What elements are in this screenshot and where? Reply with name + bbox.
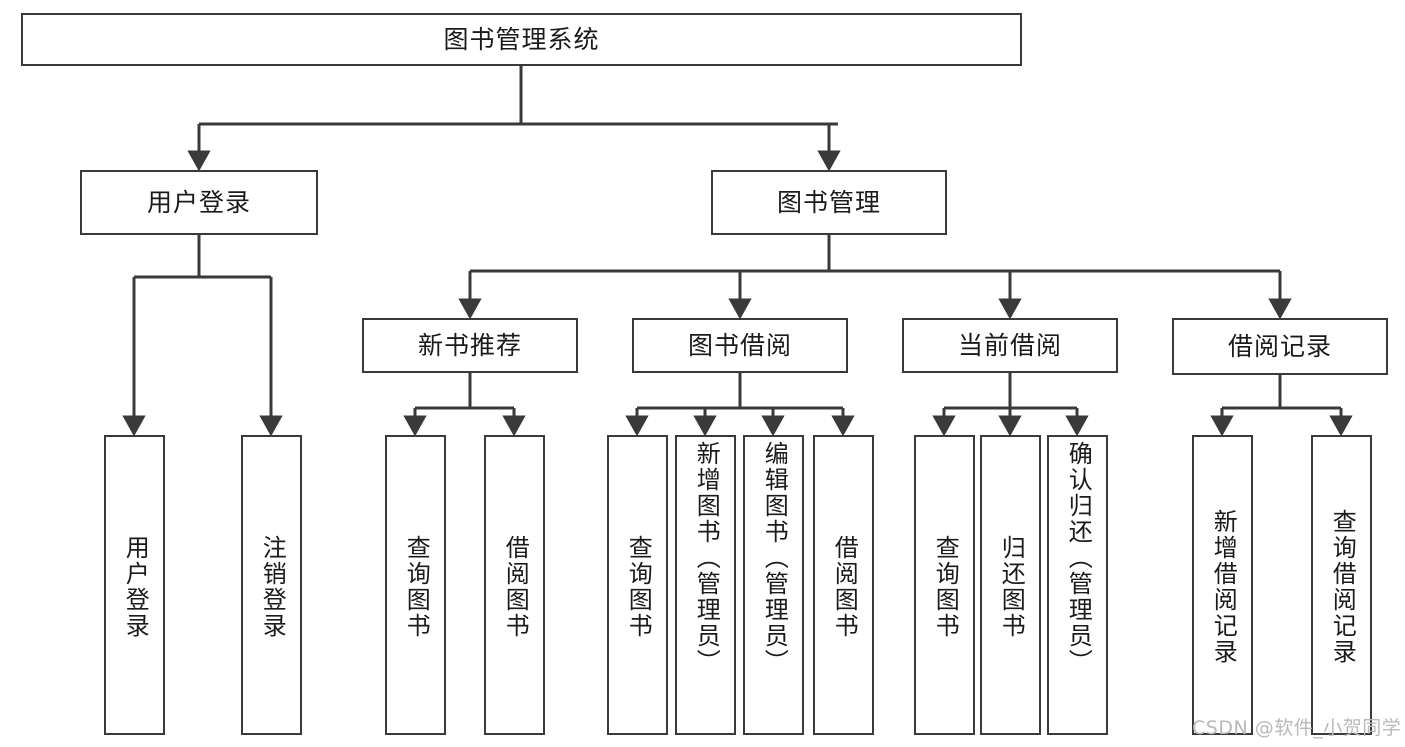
node-book-management[interactable]: 图书管理 bbox=[711, 170, 947, 235]
leaf-label: 查询图书 bbox=[931, 535, 960, 639]
leaf-label: 借阅图书 bbox=[830, 535, 859, 639]
node-new-book-recommend-label: 新书推荐 bbox=[417, 330, 522, 360]
leaf-label: 编辑图书（管理员） bbox=[760, 441, 789, 675]
leaf-new-book-borrow-book[interactable]: 借阅图书 bbox=[484, 435, 545, 735]
node-book-management-label: 图书管理 bbox=[776, 187, 881, 217]
leaf-label: 归还图书 bbox=[997, 535, 1026, 639]
leaf-borrow-edit-book-admin[interactable]: 编辑图书（管理员） bbox=[743, 435, 804, 735]
leaf-borrow-add-book-admin[interactable]: 新增图书（管理员） bbox=[675, 435, 736, 735]
leaf-record-add-record[interactable]: 新增借阅记录 bbox=[1192, 435, 1253, 735]
leaf-label: 确认归还（管理员） bbox=[1064, 441, 1093, 675]
leaf-current-confirm-return-admin[interactable]: 确认归还（管理员） bbox=[1047, 435, 1108, 735]
node-root-label: 图书管理系统 bbox=[443, 24, 600, 54]
node-root-book-management-system[interactable]: 图书管理系统 bbox=[21, 13, 1022, 66]
leaf-borrow-borrow-book[interactable]: 借阅图书 bbox=[813, 435, 874, 735]
node-user-login[interactable]: 用户登录 bbox=[80, 170, 318, 235]
leaf-new-book-query-book[interactable]: 查询图书 bbox=[385, 435, 446, 735]
node-user-login-label: 用户登录 bbox=[146, 187, 251, 217]
leaf-record-query-record[interactable]: 查询借阅记录 bbox=[1311, 435, 1372, 735]
node-current-borrow[interactable]: 当前借阅 bbox=[902, 318, 1118, 373]
csdn-watermark: CSDN @软件_小贺同学 bbox=[1192, 717, 1402, 739]
leaf-borrow-query-book[interactable]: 查询图书 bbox=[607, 435, 668, 735]
leaf-label: 借阅图书 bbox=[501, 535, 530, 639]
node-book-borrow[interactable]: 图书借阅 bbox=[632, 318, 848, 373]
node-borrow-record-label: 借阅记录 bbox=[1227, 331, 1332, 361]
leaf-current-return-book[interactable]: 归还图书 bbox=[980, 435, 1041, 735]
leaf-label: 查询借阅记录 bbox=[1328, 509, 1357, 665]
leaf-label: 用户登录 bbox=[121, 535, 150, 639]
node-book-borrow-label: 图书借阅 bbox=[687, 330, 792, 360]
leaf-label: 查询图书 bbox=[624, 535, 653, 639]
leaf-label: 查询图书 bbox=[402, 535, 431, 639]
leaf-current-query-book[interactable]: 查询图书 bbox=[914, 435, 975, 735]
leaf-label: 新增图书（管理员） bbox=[692, 441, 721, 675]
leaf-user-login-login[interactable]: 用户登录 bbox=[104, 435, 165, 735]
node-current-borrow-label: 当前借阅 bbox=[957, 330, 1062, 360]
node-new-book-recommend[interactable]: 新书推荐 bbox=[362, 318, 578, 373]
leaf-user-login-logout[interactable]: 注销登录 bbox=[241, 435, 302, 735]
leaf-label: 新增借阅记录 bbox=[1209, 509, 1238, 665]
node-borrow-record[interactable]: 借阅记录 bbox=[1172, 318, 1388, 375]
leaf-label: 注销登录 bbox=[258, 535, 287, 639]
